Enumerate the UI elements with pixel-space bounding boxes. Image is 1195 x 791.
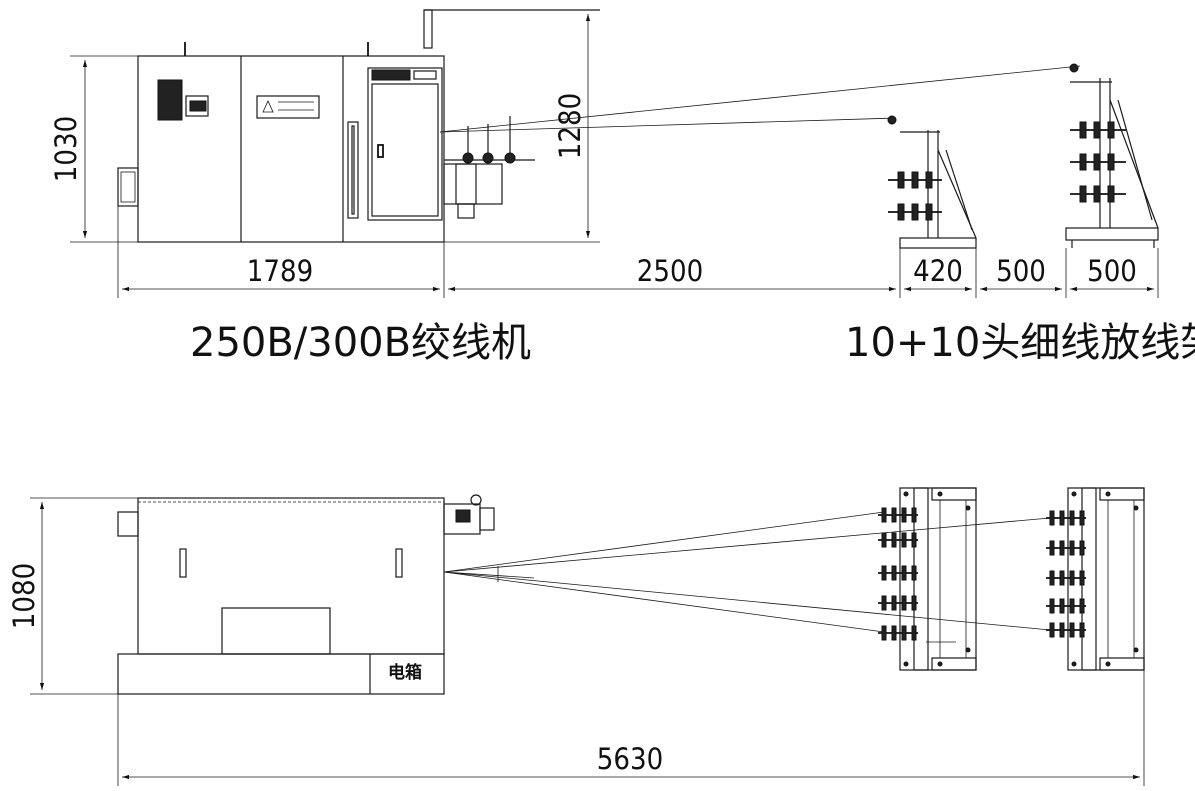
dimension-overall-length: 5630 [117, 670, 1145, 786]
dim-label-machine-length: 1789 [247, 254, 313, 288]
machine-title: 250B/300B绞线机 [190, 320, 531, 366]
rack-title: 10+10头细线放线架 [845, 320, 1195, 366]
dimension-machine-height: 1030 [49, 55, 138, 243]
dim-label-overall-height: 1280 [553, 93, 587, 159]
rack-1-plan [878, 487, 977, 671]
machine-plan: 电箱 [117, 494, 495, 695]
rack-2-elevation [1065, 63, 1159, 248]
rack-1-spools [878, 507, 918, 641]
dim-label-plan-width: 1080 [7, 563, 41, 629]
rack-2-plan [1046, 487, 1145, 671]
rack-1-elevation [887, 115, 977, 249]
rack-2-spools [1046, 510, 1086, 638]
dim-label-overall-length: 5630 [597, 742, 663, 776]
machine-elevation [117, 9, 600, 243]
dim-label-rack-spacing: 500 [996, 254, 1046, 288]
dim-label-gap-length: 2500 [637, 254, 703, 288]
dimension-horizontal-chain: 1789 2500 420 500 500 [117, 206, 1159, 298]
dim-label-rack-width: 500 [1087, 254, 1137, 288]
wire-paths-plan [443, 511, 1051, 633]
dimension-overall-height: 1280 [440, 14, 600, 243]
dim-label-machine-height: 1030 [49, 116, 83, 182]
dimension-plan-width: 1080 [7, 497, 138, 695]
electric-box-label: 电箱 [388, 662, 422, 683]
dim-label-rack-depth: 420 [913, 254, 963, 288]
wire-paths-elevation [439, 65, 1081, 133]
